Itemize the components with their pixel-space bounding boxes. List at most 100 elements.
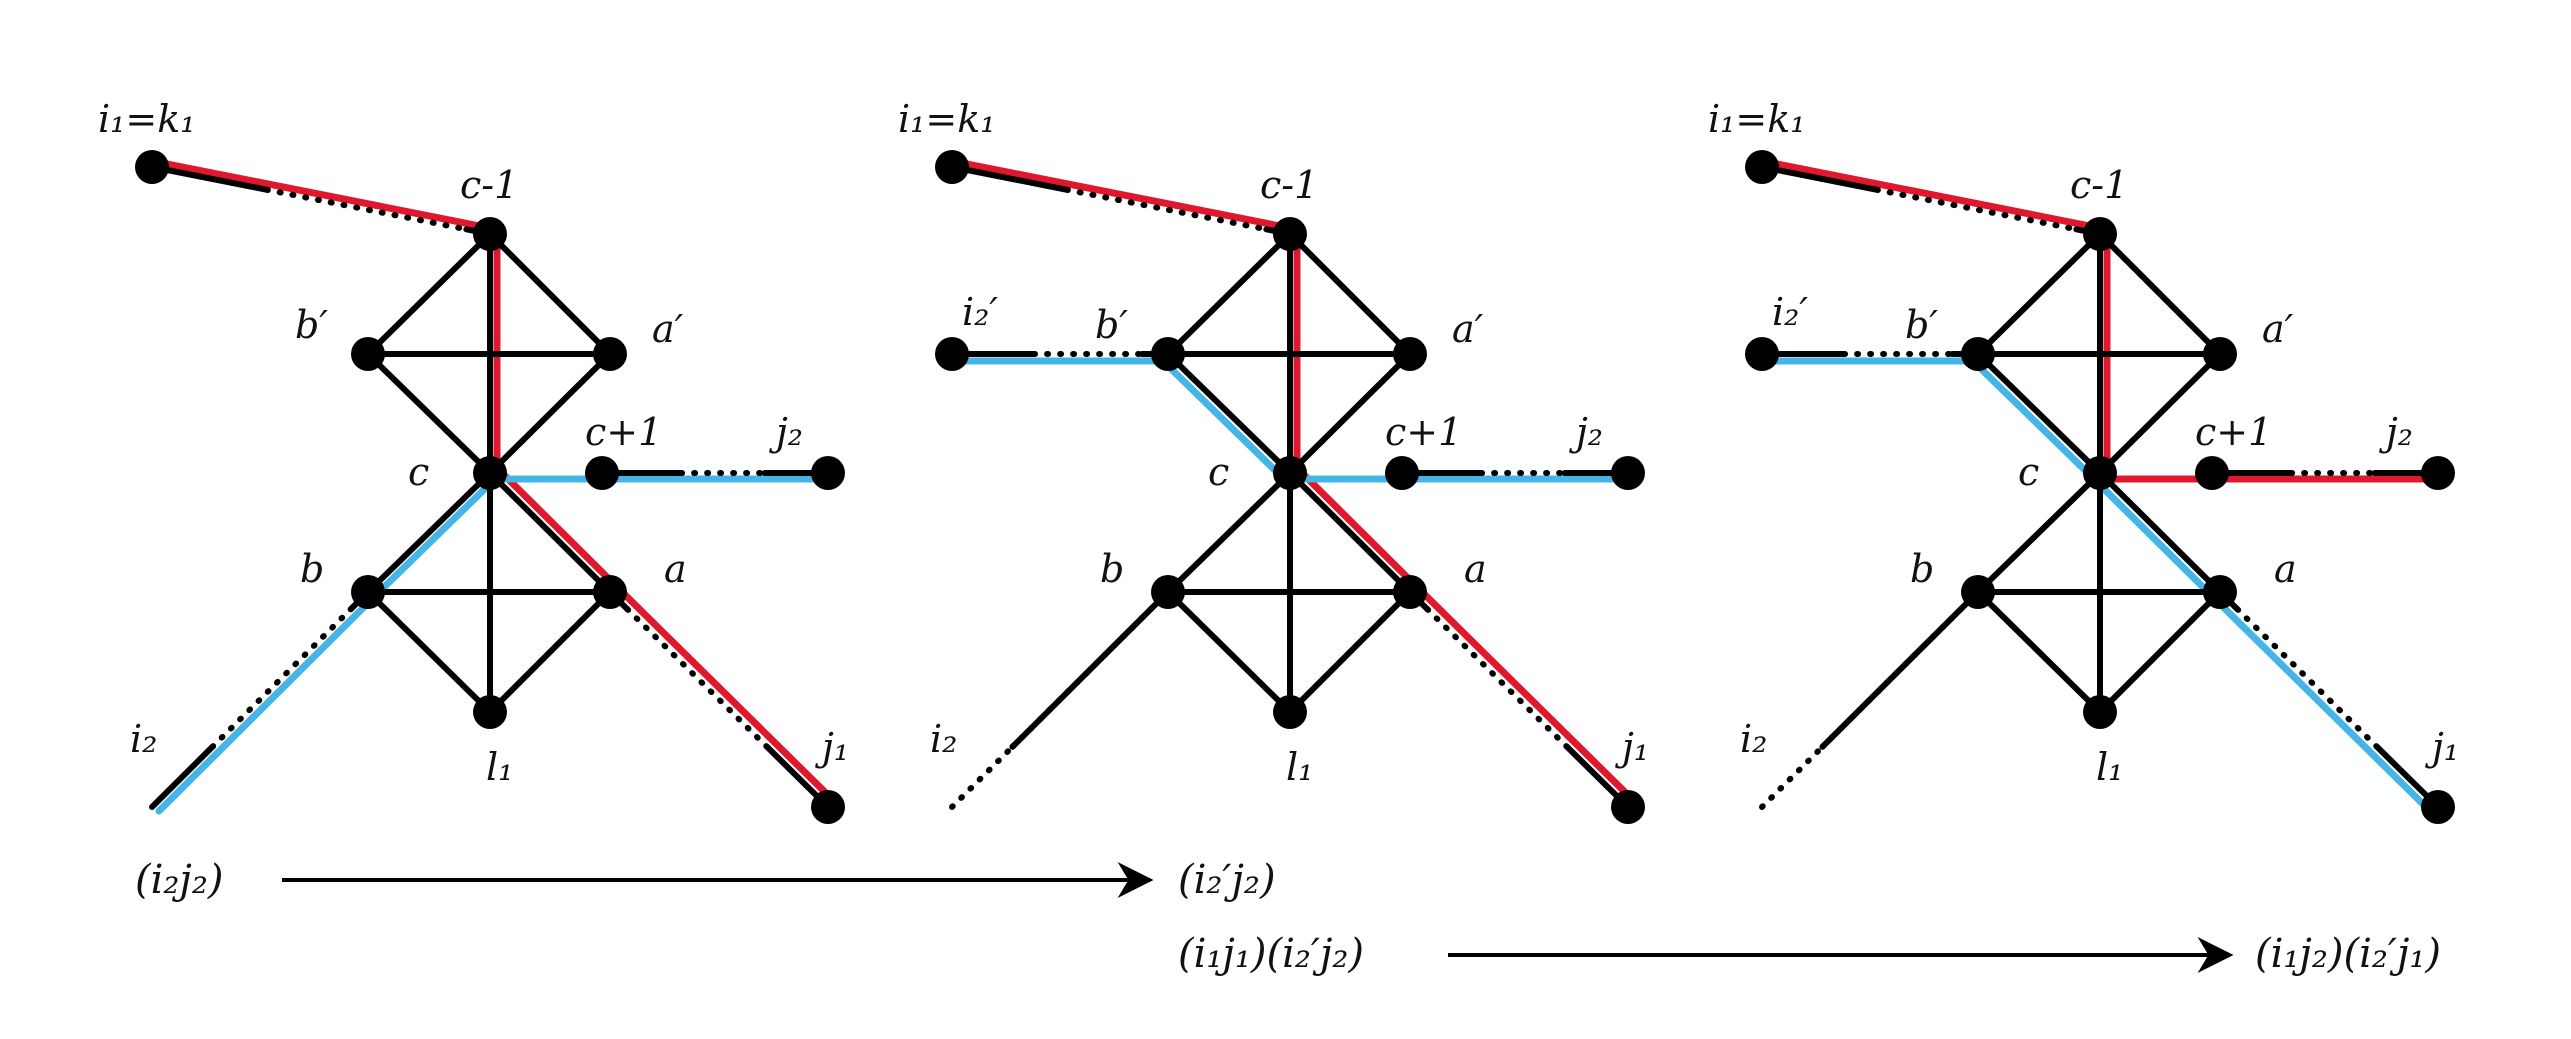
node-j1 <box>1611 790 1645 824</box>
label-i2: i₂ <box>930 717 957 761</box>
node-cp1 <box>585 456 619 490</box>
label-i1-k1: i₁=k₁ <box>98 97 196 141</box>
label-c-plus-1: c+1 <box>1385 410 1462 454</box>
edge-ap-c <box>2097 351 2223 476</box>
edge-ap-c <box>487 351 613 476</box>
node-cp1 <box>2195 456 2229 490</box>
label-i2-prime: i₂′ <box>1772 290 1808 334</box>
node-b <box>351 575 385 609</box>
node-b <box>1151 575 1185 609</box>
node-i2p <box>935 337 969 371</box>
blue-path-i2-b <box>155 592 379 815</box>
red-path-i1-cm1 <box>948 157 1294 232</box>
label-b-prime: b′ <box>1095 303 1128 347</box>
link-i1-cm1-solid-a <box>1759 164 1880 193</box>
label-i2-prime: i₂′ <box>962 290 998 334</box>
transition-1-to: (i₂′j₂) <box>1178 857 1276 903</box>
node-ap <box>1393 337 1427 371</box>
node-a <box>2203 575 2237 609</box>
edge-a-l1 <box>2097 589 2223 715</box>
edge-cm1-bp <box>1975 231 2103 357</box>
node-c <box>473 456 507 490</box>
transition-2-to: (i₁j₂)(i₂′j₁) <box>2255 931 2441 977</box>
node-j1 <box>2421 790 2455 824</box>
label-l1: l₁ <box>2096 745 2123 789</box>
label-c-minus-1: c-1 <box>1260 163 1318 207</box>
node-ap <box>593 337 627 371</box>
label-i1-k1: i₁=k₁ <box>1708 97 1806 141</box>
red-path-c-a <box>492 463 620 590</box>
label-c-minus-1: c-1 <box>460 163 518 207</box>
blue-path-b-c <box>371 473 501 600</box>
node-j2 <box>1611 456 1645 490</box>
label-b: b <box>300 547 324 591</box>
node-bp <box>1151 337 1185 371</box>
node-cm1 <box>473 217 507 251</box>
node-c <box>2083 456 2117 490</box>
link-i1-cm1-solid-a <box>949 164 1070 193</box>
link-i2-b-short-solid-b <box>1819 589 1981 750</box>
label-a-prime: a′ <box>652 307 684 351</box>
label-a: a <box>2274 547 2297 591</box>
link-a-j1-dotted <box>2234 606 2380 750</box>
label-j1: j₁ <box>1615 725 1649 769</box>
label-l1: l₁ <box>486 745 513 789</box>
label-i2: i₂ <box>1740 717 1767 761</box>
edge-cm1-bp <box>365 231 493 357</box>
node-a <box>1393 575 1427 609</box>
transition-2: (i₁j₁)(i₂′j₂) (i₁j₂)(i₂′j₁) <box>1178 931 2441 977</box>
label-b: b <box>1100 547 1124 591</box>
red-path-i1-cm1 <box>148 157 494 232</box>
label-j2: j₂ <box>769 410 803 454</box>
label-j1: j₁ <box>2425 725 2459 769</box>
link-i2-b-short-dotted <box>949 743 1016 810</box>
node-j1 <box>811 790 845 824</box>
edge-c-b <box>1975 470 2103 595</box>
label-i1-k1: i₁=k₁ <box>898 97 996 141</box>
node-bp <box>1961 337 1995 371</box>
label-c-plus-1: c+1 <box>2195 410 2272 454</box>
link-i2-b-dotted <box>209 606 354 750</box>
node-cm1 <box>2083 217 2117 251</box>
label-a-prime: a′ <box>2262 307 2294 351</box>
node-l1 <box>473 695 507 729</box>
blue-path-c-a <box>2090 475 2218 602</box>
edge-c-a <box>487 470 613 595</box>
label-j2: j₂ <box>2379 410 2413 454</box>
label-c-plus-1: c+1 <box>585 410 662 454</box>
label-i2: i₂ <box>130 717 157 761</box>
node-cp1 <box>1385 456 1419 490</box>
edge-a-l1 <box>1287 589 1413 715</box>
node-ap <box>2203 337 2237 371</box>
link-i2-b-short-dotted <box>1759 743 1826 810</box>
label-j2: j₂ <box>1569 410 1603 454</box>
link-a-j1-dotted <box>624 606 770 750</box>
label-b-prime: b′ <box>1905 303 1938 347</box>
edge-bp-c <box>1975 351 2103 476</box>
node-bp <box>351 337 385 371</box>
node-b <box>1961 575 1995 609</box>
transition-1: (i₂j₂) (i₂′j₂) <box>135 857 1276 903</box>
node-a <box>593 575 627 609</box>
edge-bp-c <box>1165 351 1293 476</box>
link-i2-b-short-solid-b <box>1009 589 1171 750</box>
edge-c-b <box>1165 470 1293 595</box>
label-b: b <box>1910 547 1934 591</box>
node-j2 <box>811 456 845 490</box>
label-a: a <box>664 547 687 591</box>
link-i1-cm1-solid-a <box>149 164 270 193</box>
red-path-a-j1 <box>612 582 838 805</box>
link-i2-b-solid-a <box>149 743 216 810</box>
edge-cm1-ap <box>2097 231 2223 357</box>
label-l1: l₁ <box>1286 745 1313 789</box>
node-i1 <box>135 150 169 184</box>
edge-b-l1 <box>365 589 493 715</box>
label-c: c <box>2018 450 2039 494</box>
blue-path-bp-c <box>1158 356 1288 483</box>
label-c: c <box>408 450 429 494</box>
